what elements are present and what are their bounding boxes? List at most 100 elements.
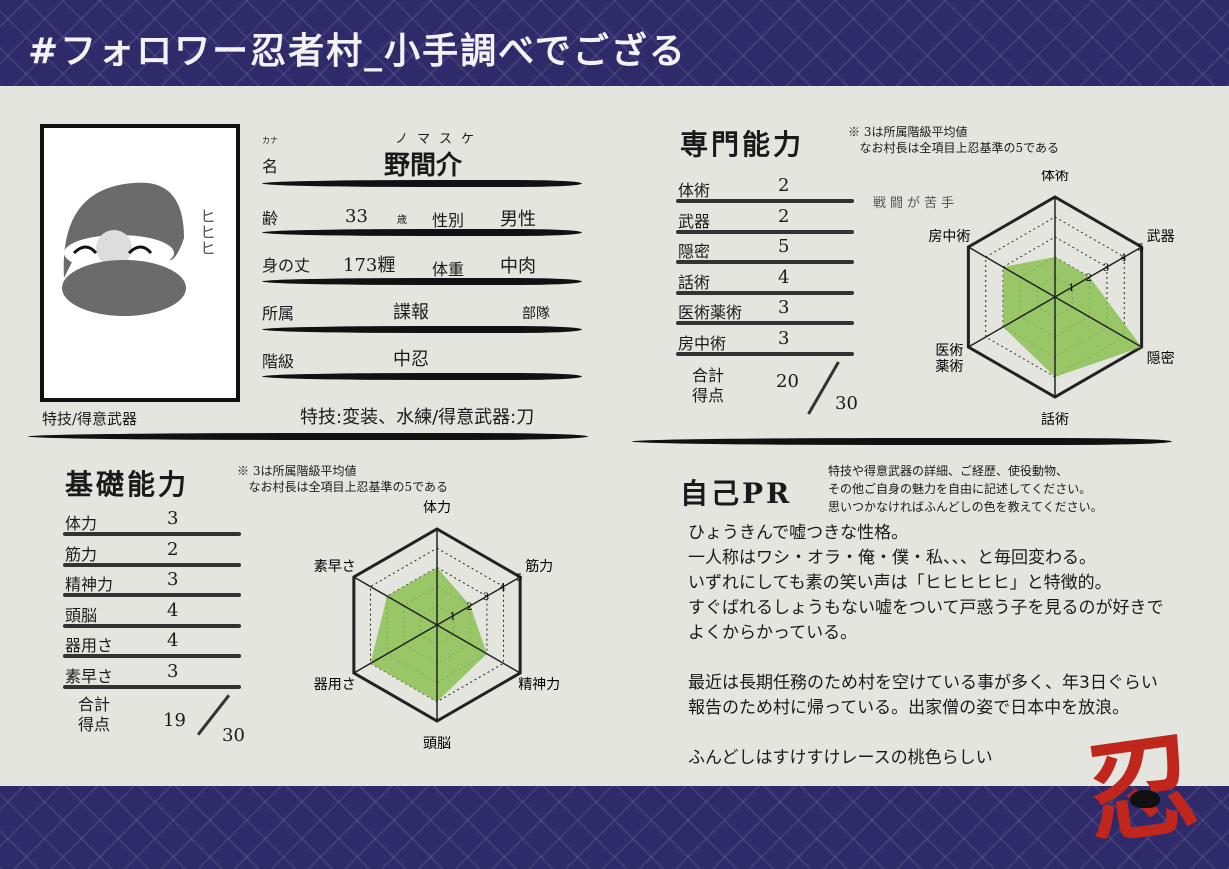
radar-axis-label: 精神力: [518, 677, 560, 693]
basic-note: ※ 3は所属階級平均値 なお村長は全項目上忍基準の5である: [237, 463, 448, 495]
special-heading: 専門能力: [680, 128, 805, 161]
height-value: 173糎: [343, 255, 396, 276]
radar-axis-label: 器用さ: [314, 677, 356, 693]
stat-label: 筋力: [65, 544, 98, 564]
instruction-line: 特技や得意武器の詳細、ご経歴、使役動物、: [828, 464, 1069, 478]
stat-value: 5: [778, 236, 790, 257]
pr-body: ひょうきんで嘘つきな性格。 一人称はワシ・オラ・俺・僕・私、、、と毎回変わる。 …: [688, 523, 1164, 768]
total-label-line: 合計: [78, 695, 111, 714]
basic-heading: 基礎能力: [65, 468, 190, 501]
weight-label: 体重: [432, 260, 465, 279]
pr-heading: 自己PR: [680, 477, 793, 510]
radar-tick-label: 5: [516, 573, 522, 584]
radar-tick-label: 2: [1086, 273, 1092, 284]
total-label-line: 得点: [692, 386, 725, 405]
header-band: [0, 0, 1229, 86]
radar-tick-label: 3: [1103, 263, 1109, 274]
shinobi-logo: 忍: [1074, 693, 1205, 867]
special-note: ※ 3は所属階級平均値 なお村長は全項目上忍基準の5である: [848, 124, 1059, 156]
note-line: ※ 3は所属階級平均値: [848, 125, 968, 139]
brush-divider: [28, 433, 588, 440]
affiliation-label: 所属: [262, 304, 295, 323]
pr-instructions: 特技や得意武器の詳細、ご経歴、使役動物、その他ご自身の魅力を自由に記述してくださ…: [828, 462, 1103, 516]
affiliation-value: 諜報: [393, 302, 429, 323]
stat-label: 頭脳: [65, 605, 98, 625]
stat-value: 3: [167, 508, 179, 529]
radar-axis-label: 素早さ: [314, 559, 356, 575]
stat-label: 精神力: [65, 575, 114, 594]
name-kana: ノマスケ: [395, 132, 484, 147]
skill-value: 特技:変装、水練/得意武器:刀: [300, 407, 535, 428]
brush-divider: [262, 180, 582, 187]
name-value: 野間介: [384, 151, 463, 181]
radar-data-area: [370, 567, 487, 702]
rank-label: 階級: [262, 352, 295, 371]
instruction-line: 思いつかなければふんどしの色を教えてください。: [828, 500, 1103, 514]
stat-label: 体力: [65, 514, 98, 533]
crow-icon: [1130, 790, 1160, 808]
brush-divider: [262, 373, 582, 380]
ninja-portrait-icon: [62, 182, 186, 316]
stat-label: 体術: [678, 181, 711, 200]
height-label: 身の丈: [262, 256, 311, 275]
stat-underline: [676, 229, 854, 234]
portrait-laugh: ヒヒヒ: [197, 208, 216, 256]
instruction-line: その他ご自身の魅力を自由に記述してください。: [828, 482, 1092, 496]
radar-tick-label: 5: [1138, 243, 1144, 254]
stat-label: 素早さ: [65, 666, 114, 686]
age-unit: 歳: [397, 215, 407, 226]
radar-axis-label: 武器: [1147, 229, 1175, 245]
note-line: なお村長は全項目上忍基準の5である: [248, 480, 448, 494]
brush-divider: [262, 326, 582, 333]
stat-underline: [676, 290, 854, 295]
rank-value: 中忍: [393, 349, 429, 370]
radar-axis: [436, 624, 521, 674]
total-label-line: 得点: [78, 715, 111, 734]
special-max: 30: [835, 393, 858, 414]
radar-axis-label: 隠密: [1147, 350, 1175, 367]
stat-label: 武器: [678, 211, 711, 231]
stat-value: 2: [167, 538, 179, 560]
stat-underline: [676, 199, 854, 203]
radar-axis-label: 頭脳: [423, 736, 451, 752]
stat-label: 医術薬術: [678, 303, 743, 322]
stat-value: 4: [167, 599, 179, 621]
radar-axis: [436, 576, 521, 626]
radar-axis: [353, 576, 438, 626]
radar-tick-label: 1: [1068, 283, 1074, 294]
stat-underline: [676, 260, 854, 264]
stat-label: 器用さ: [65, 636, 114, 655]
stat-value: 2: [778, 205, 790, 227]
stat-underline: [63, 532, 241, 536]
brush-divider: [632, 438, 1172, 445]
portrait-frame: ヒヒヒ: [40, 124, 240, 402]
radar-axis-label: 医術: [935, 343, 963, 359]
stat-label: 話術: [678, 272, 711, 292]
stat-underline: [63, 654, 241, 658]
radar-axis-label: 房中術: [928, 229, 970, 245]
radar-tick-label: 4: [1120, 253, 1126, 264]
radar-axis: [968, 296, 1056, 348]
stat-label: 房中術: [678, 333, 727, 353]
basic-total-label: 合計得点: [78, 695, 110, 735]
footer-band: [0, 786, 1229, 869]
radar-axis-label: 体術: [1041, 170, 1069, 184]
radar-axis: [968, 246, 1056, 298]
radar-axis-label: 薬術: [935, 359, 963, 375]
name-label: 名: [262, 157, 279, 176]
stat-value: 4: [778, 266, 790, 288]
stat-value: 3: [167, 569, 179, 590]
radar-tick-label: 1: [450, 611, 456, 622]
age-label: 齢: [262, 209, 279, 228]
radar-tick-label: 3: [483, 592, 489, 603]
skill-label: 特技/得意武器: [42, 410, 138, 428]
note-line: なお村長は全項目上忍基準の5である: [859, 141, 1059, 155]
gender-label: 性別: [432, 211, 465, 230]
brush-divider: [262, 229, 582, 236]
stat-value: 3: [778, 297, 790, 318]
gender-value: 男性: [500, 209, 536, 230]
special-annotation: 戦闘が苦手: [873, 196, 959, 211]
kana-label: カナ: [262, 136, 278, 145]
special-total-label: 合計得点: [692, 366, 724, 406]
